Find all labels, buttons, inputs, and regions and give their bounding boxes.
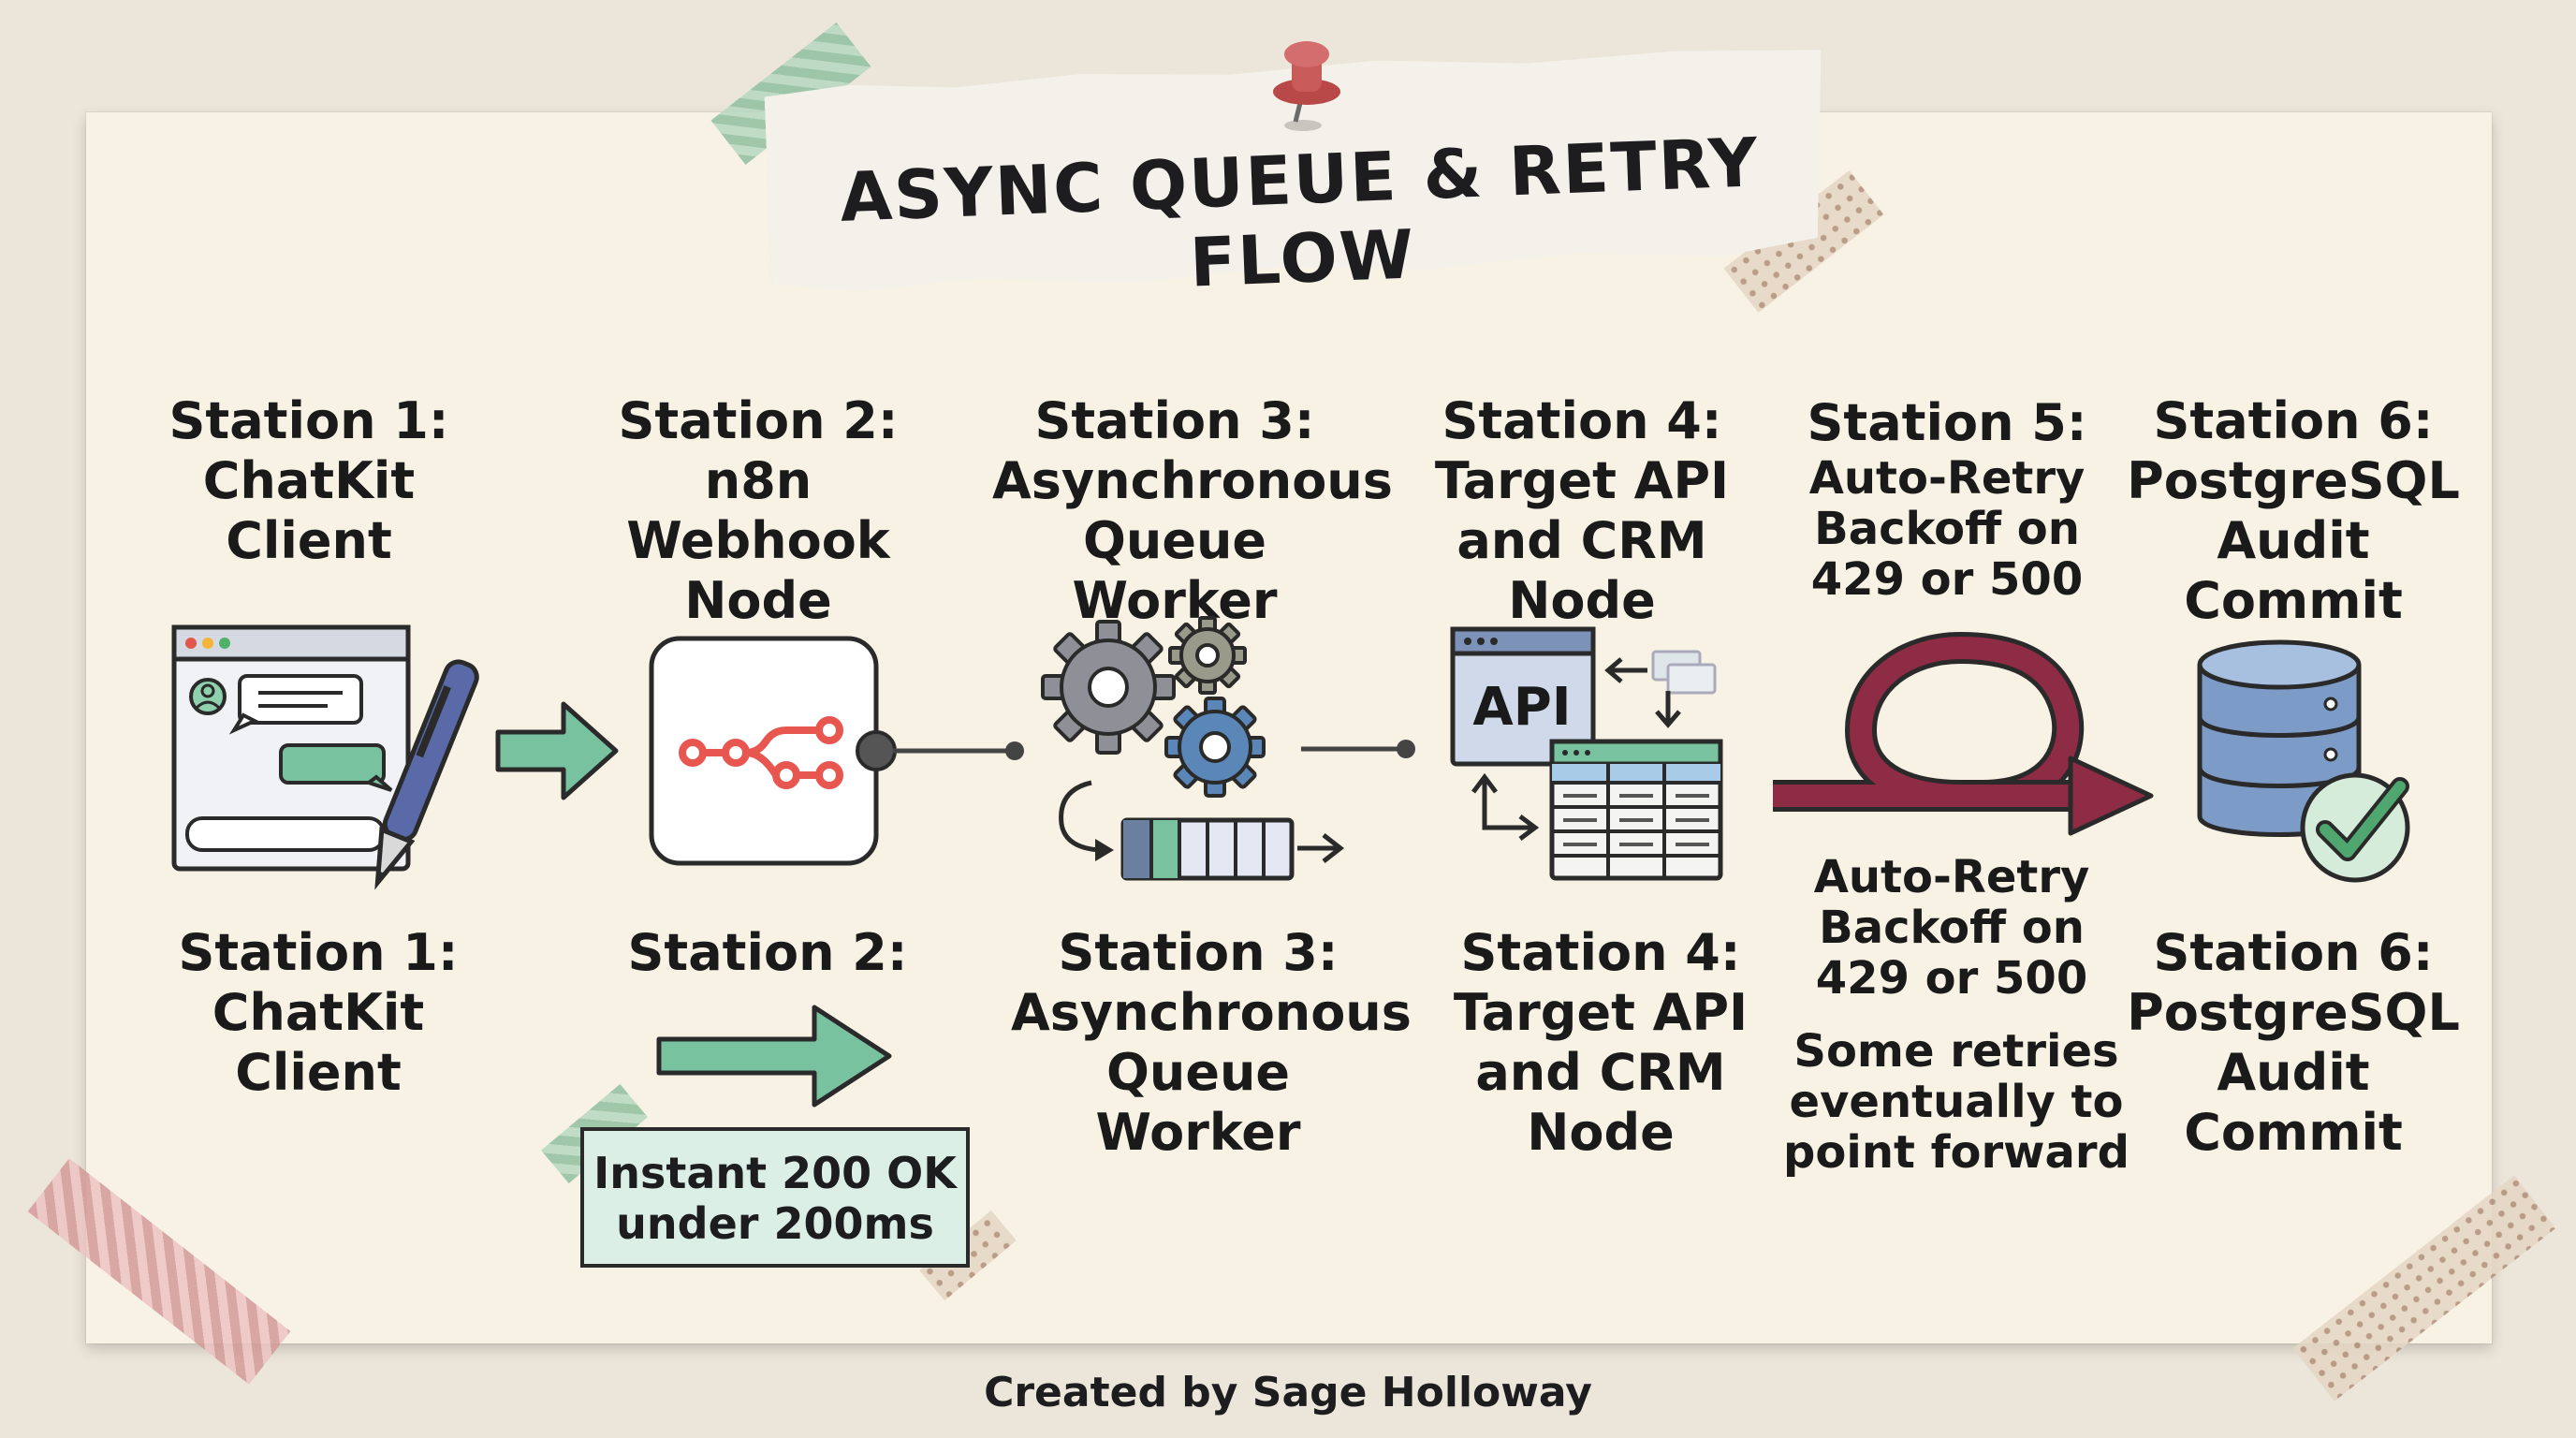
bottom-label-station-2: Station 2: — [627, 923, 908, 982]
n8n-logo-icon — [649, 636, 897, 866]
connector-line-2 — [893, 741, 1024, 760]
gear-icon — [1041, 616, 1266, 798]
pen-icon — [374, 659, 479, 890]
instant-response-note: Instant 200 OK under 200ms — [580, 1127, 970, 1268]
api-window-icon: API — [1450, 626, 1723, 881]
flow-arrow-1 — [495, 701, 619, 800]
queue-bar-icon — [1059, 780, 1345, 881]
footer-credit: Created by Sage Holloway — [984, 1369, 1592, 1416]
push-pin-icon — [1273, 41, 1340, 131]
connector-line-3 — [1301, 740, 1415, 758]
corkboard-paper — [86, 112, 2492, 1343]
api-badge: API — [1472, 677, 1571, 738]
chat-window-icon — [171, 624, 411, 872]
retry-loop-icon — [1773, 632, 2154, 836]
response-arrow — [656, 1005, 892, 1108]
checkmark-icon — [2300, 772, 2410, 883]
